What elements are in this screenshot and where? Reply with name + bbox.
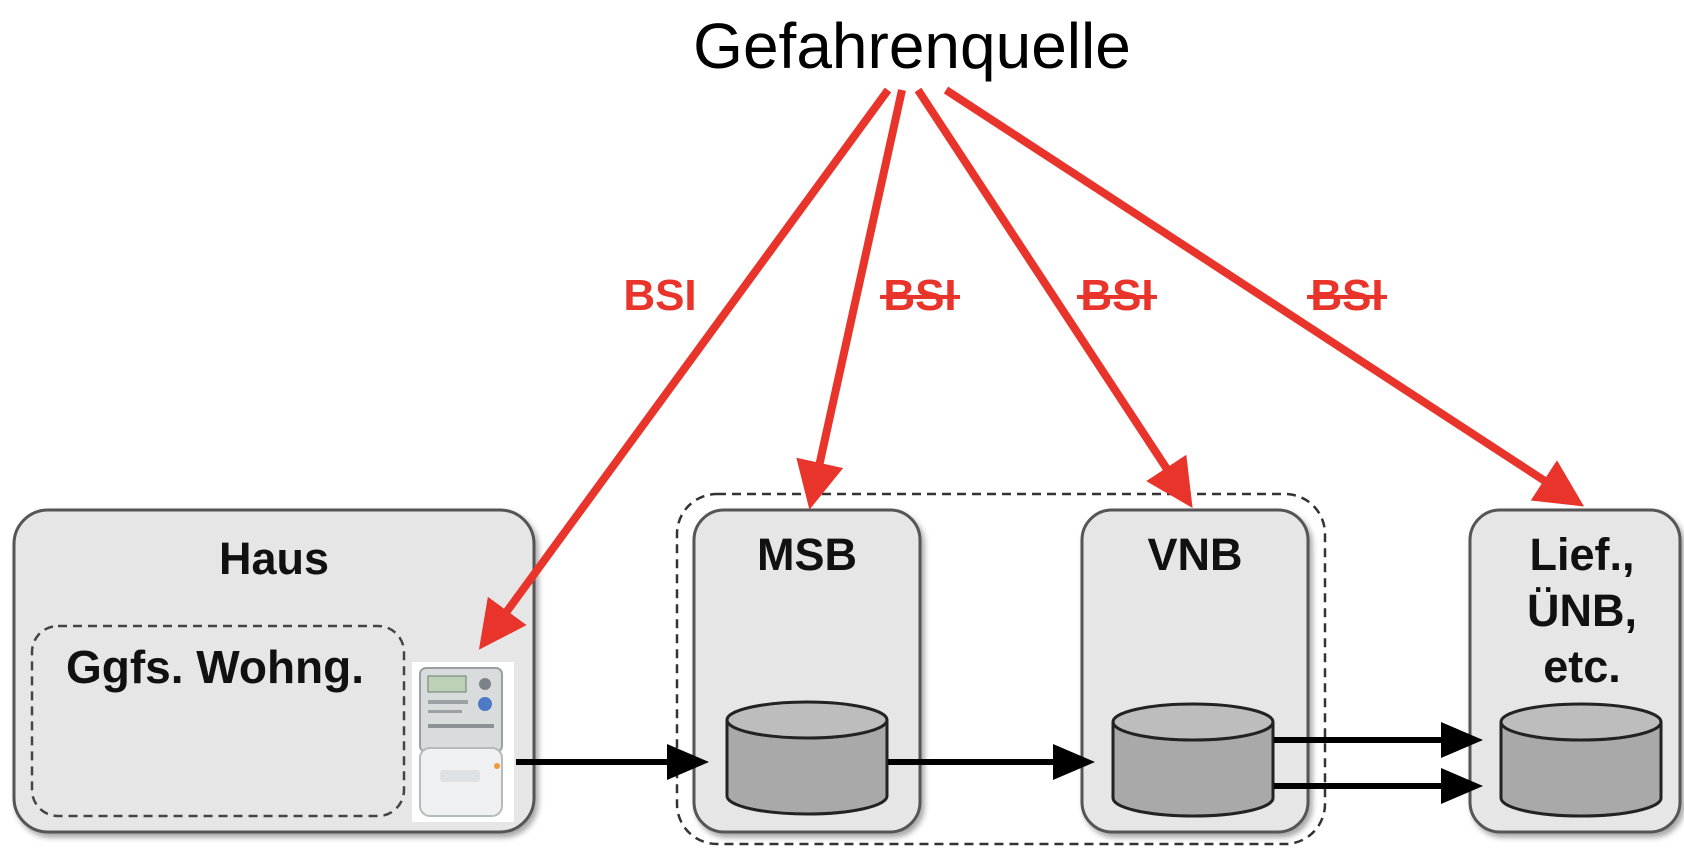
bsi-label-msb-struck: BSI xyxy=(880,271,960,320)
wohnung-label: Ggfs. Wohng. xyxy=(66,641,364,693)
diagram-title: Gefahrenquelle xyxy=(693,10,1131,82)
threat-arrow-lief xyxy=(943,86,1585,507)
bsi-label-lief-struck: BSI xyxy=(1307,271,1387,320)
vnb-label: VNB xyxy=(1147,529,1242,580)
haus-box: Haus Ggfs. Wohng. xyxy=(12,508,536,834)
smart-meter-icon xyxy=(412,662,514,822)
threat-arrow-msb xyxy=(796,89,906,510)
msb-database-icon xyxy=(725,700,889,816)
lief-database-icon xyxy=(1499,702,1663,818)
msb-label: MSB xyxy=(757,529,857,580)
lief-label-line3: etc. xyxy=(1543,641,1621,692)
lief-label-line2: ÜNB, xyxy=(1527,585,1637,636)
bsi-label-haus: BSI xyxy=(623,271,696,320)
threat-arrow-vnb xyxy=(914,87,1193,509)
haus-label: Haus xyxy=(219,533,329,584)
vnb-database-icon xyxy=(1111,702,1275,818)
lief-label-line1: Lief., xyxy=(1529,529,1634,580)
bsi-label-vnb-struck: BSI xyxy=(1077,271,1157,320)
msb-vnb-group xyxy=(675,492,1327,846)
threat-arrow-haus xyxy=(478,87,892,650)
wohnung-box xyxy=(30,624,406,818)
